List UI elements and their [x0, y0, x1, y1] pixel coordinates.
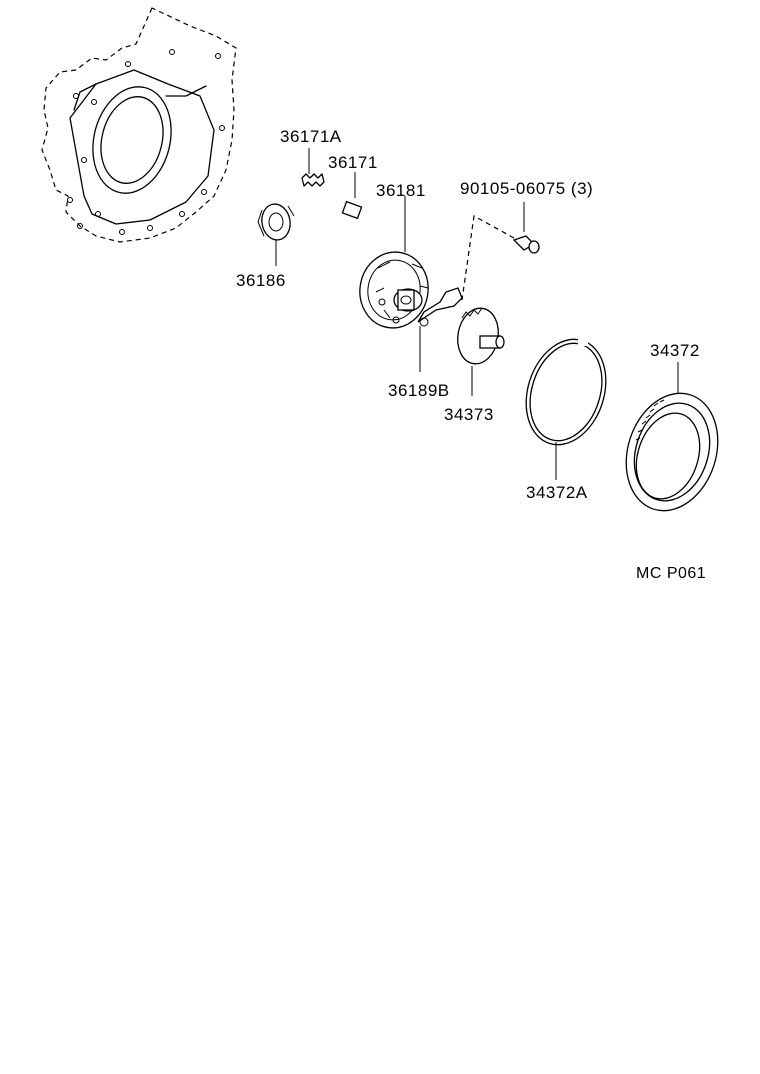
label-34373: 34373 — [444, 405, 494, 424]
label-36171a: 36171A — [280, 127, 342, 146]
label-34372a: 34372A — [526, 483, 588, 502]
label-36186: 36186 — [236, 271, 286, 290]
gear-36186 — [257, 203, 295, 266]
snap-ring-34372a — [525, 336, 607, 480]
spring-36171a — [301, 148, 325, 187]
bolt-90105 — [512, 202, 540, 254]
transmission-case — [41, 7, 237, 243]
bolt-guide-line — [461, 215, 515, 301]
label-36181: 36181 — [376, 181, 426, 200]
plunger-36171 — [341, 172, 363, 220]
diagram-code: MC P061 — [636, 565, 706, 582]
race-34372 — [625, 362, 719, 512]
plate-36189b — [417, 287, 463, 372]
label-90105: 90105-06075 (3) — [460, 179, 593, 198]
pump-body-36181 — [359, 196, 429, 329]
shaft-34373 — [457, 307, 505, 396]
label-36171: 36171 — [328, 153, 378, 172]
label-34372: 34372 — [650, 341, 700, 360]
label-36189b: 36189B — [388, 381, 450, 400]
